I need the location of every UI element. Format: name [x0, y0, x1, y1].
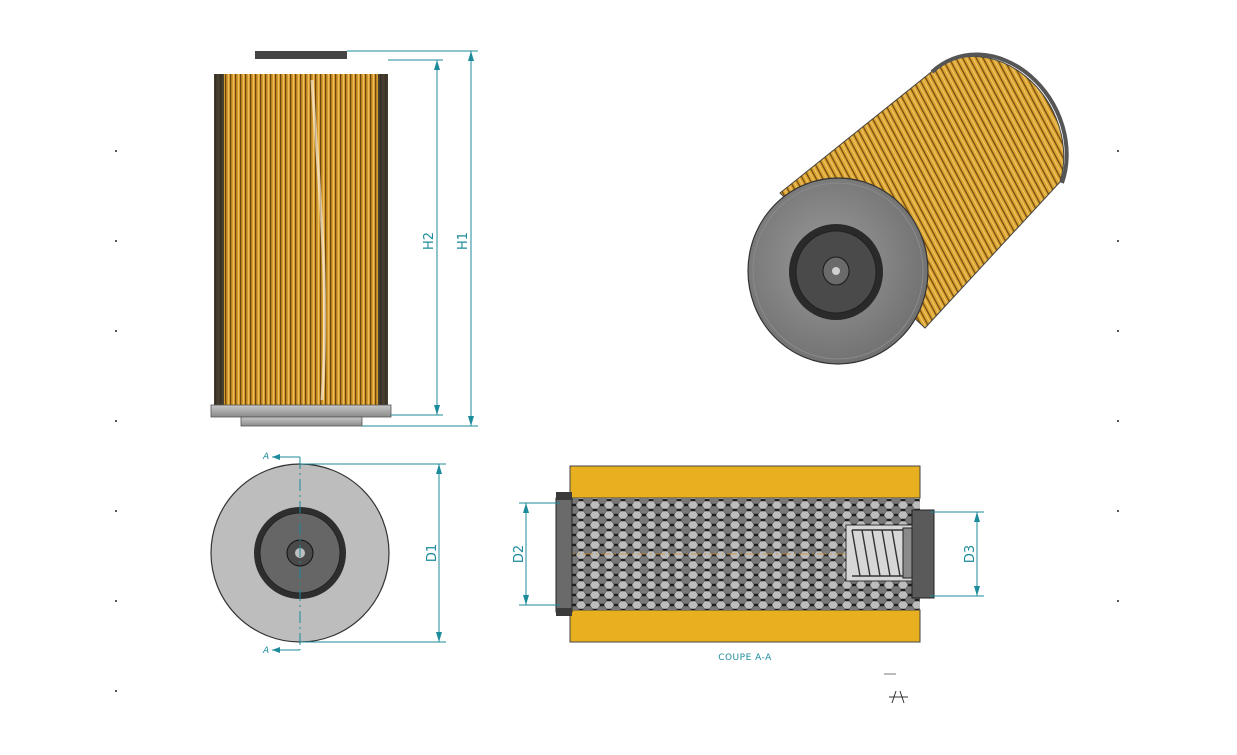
- dimension-label-d1: D1: [425, 544, 440, 562]
- dimension-d3: D3: [930, 511, 984, 597]
- section-bottom-media: [569, 609, 921, 643]
- iso-back-cap-rim: [930, 52, 1069, 184]
- iso-center-hole: [832, 267, 840, 275]
- dimension-h1: H1: [347, 50, 478, 427]
- dimension-label-h2: H2: [422, 232, 437, 250]
- top-view: A A D1: [210, 452, 446, 656]
- section-marker-bottom: A: [262, 646, 269, 656]
- media-left-shadow: [214, 74, 224, 405]
- section-label: COUPE A-A: [718, 653, 772, 663]
- front-view: H1 H2: [210, 50, 478, 427]
- sheet-border-ticks: [115, 150, 1119, 692]
- media-right-shadow: [378, 74, 388, 405]
- dimension-label-d2: D2: [512, 545, 527, 563]
- isometric-view: [747, 52, 1069, 365]
- section-view: D2 D3 COUPE A-A: [512, 465, 984, 663]
- bottom-seal: [240, 416, 363, 427]
- projection-symbol: [884, 673, 908, 704]
- left-end-cap: [555, 497, 573, 613]
- section-arrow-top: A: [262, 452, 300, 462]
- media-highlight: [310, 79, 327, 401]
- right-end-cap: [911, 509, 935, 599]
- section-marker-top: A: [262, 452, 269, 462]
- dimension-d2: D2: [512, 502, 560, 606]
- iso-front-cap-rim: [752, 182, 924, 360]
- section-top-media: [569, 465, 921, 499]
- left-cap-lip-bottom: [556, 608, 572, 616]
- pleated-media: [214, 74, 388, 405]
- bottom-end-cap: [210, 404, 392, 418]
- dimension-label-h1: H1: [456, 232, 471, 250]
- dimension-label-d3: D3: [963, 545, 978, 563]
- dimension-h2: H2: [388, 59, 443, 416]
- bypass-spring: [851, 529, 908, 577]
- left-cap-lip-top: [556, 492, 572, 500]
- section-arrow-bottom: A: [262, 646, 300, 656]
- valve-seat: [902, 527, 913, 579]
- top-seal-ring: [255, 51, 347, 59]
- dimension-d1: D1: [300, 463, 446, 643]
